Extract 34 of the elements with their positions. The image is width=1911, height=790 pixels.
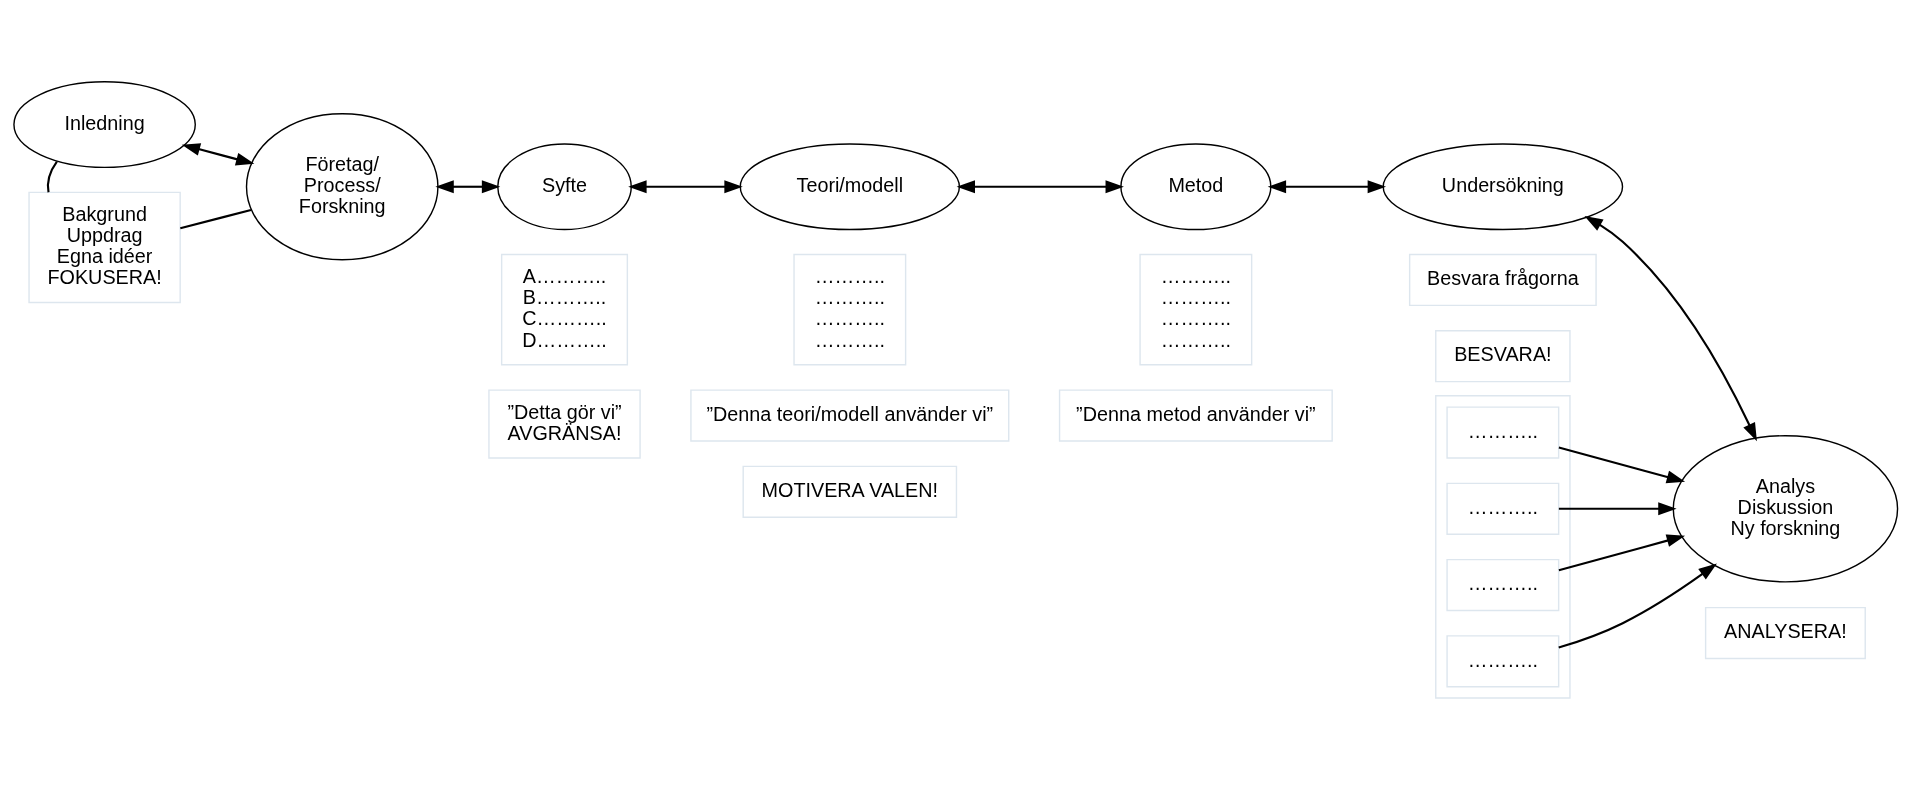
node-ellipse: Inledning [13,80,196,168]
node-ellipse: Metod [1120,142,1272,230]
node-box: ”Denna metod använder vi” [1058,388,1333,442]
node-box: ……….. [1446,405,1560,459]
arrow [1267,179,1387,193]
arrow [1558,445,1686,483]
node-ellipse: Syfte [497,142,632,230]
node-box: BESVARA! [1435,329,1571,382]
node-ellipse: Analys Diskussion Ny forskning [1672,434,1899,583]
node-box: A……….. B……….. C……….. D……….. [500,253,629,365]
arrow [1558,501,1677,515]
connector [180,208,252,229]
node-box: ”Detta gör vi” AVGRÄNSA! [488,388,641,459]
node-ellipse: Företag/ Process/ Forskning [245,112,439,261]
arrow [181,142,255,165]
node-box: ”Denna teori/modell använder vi” [690,388,1010,442]
cluster [1435,394,1571,699]
arrow [956,179,1124,193]
node-box: Besvara frågorna [1408,253,1597,306]
node-ellipse: Teori/modell [739,142,961,230]
node-box: ……….. ……….. ……….. ……….. [793,253,907,365]
node-box: ……….. [1446,482,1560,535]
node-box: MOTIVERA VALEN! [742,465,958,518]
node-box: ……….. ……….. ……….. ……….. [1139,253,1253,365]
arrow [1558,562,1717,649]
arrow [1558,533,1686,571]
arrow [628,179,743,193]
arrow [1584,215,1757,441]
node-box: ……….. [1446,558,1560,611]
node-box: ANALYSERA! [1704,606,1866,659]
connector [46,160,58,192]
arrow [435,179,501,193]
node-box: Bakgrund Uppdrag Egna idéer FOKUSERA! [28,191,181,303]
node-box: ……….. [1446,634,1560,687]
